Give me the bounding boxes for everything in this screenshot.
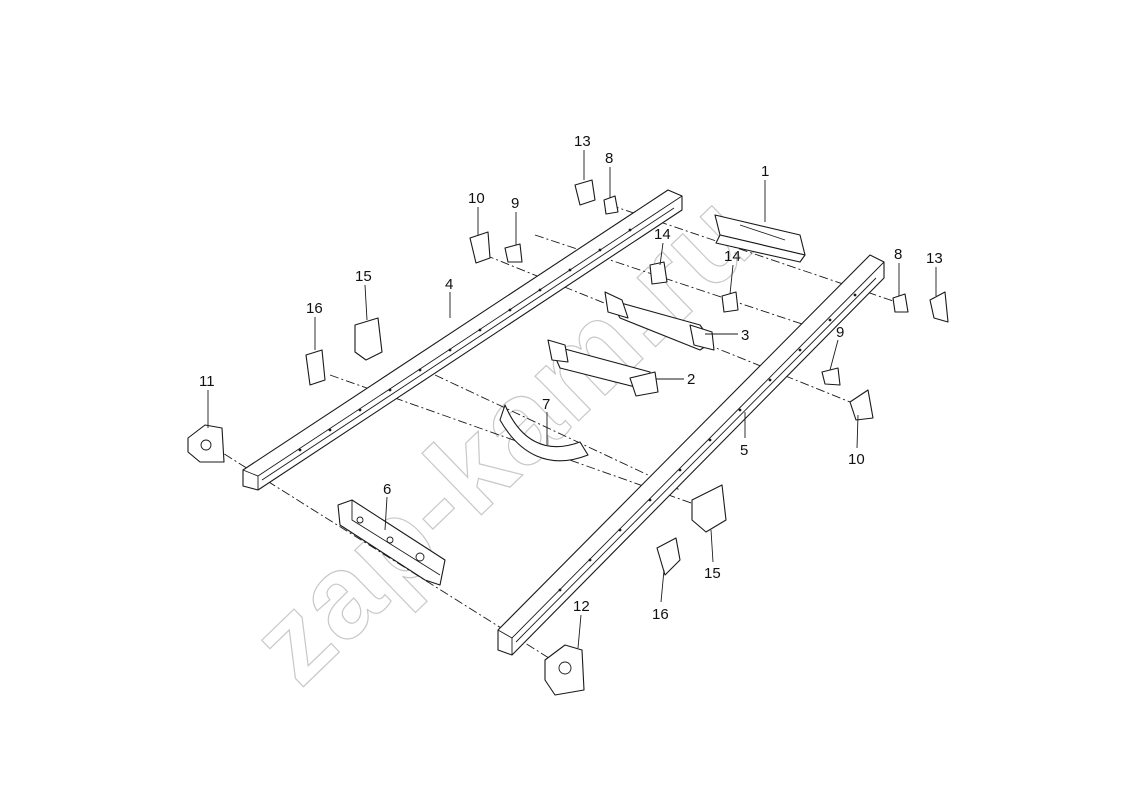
bracket-12: [544, 644, 585, 696]
crossmember-curved: [499, 404, 589, 462]
callout-14-left: 14: [654, 226, 671, 243]
crossmember-front: [337, 499, 446, 586]
callout-9-left: 9: [511, 195, 519, 212]
callouts: 13 8 10 9 14 14 1 8 13 15 16 4 3 2 9 11 …: [199, 133, 943, 623]
callout-6: 6: [383, 481, 391, 498]
callout-14-right: 14: [724, 248, 741, 265]
callout-16-right: 16: [652, 606, 669, 623]
callout-11: 11: [199, 373, 215, 390]
bracket-10-right: [849, 389, 874, 421]
bracket-14-left: [649, 261, 668, 285]
callout-7: 7: [542, 396, 550, 413]
bracket-13-right: [929, 291, 949, 323]
callout-13-right: 13: [926, 250, 943, 267]
bracket-11: [187, 424, 225, 463]
callout-3: 3: [741, 327, 749, 344]
leader-lines: [207, 150, 937, 649]
callout-16-left: 16: [306, 300, 323, 317]
callout-13-left: 13: [574, 133, 591, 150]
callout-10-left: 10: [468, 190, 485, 207]
bracket-10-left: [469, 231, 491, 264]
bracket-16-right: [656, 537, 681, 576]
bracket-9-left: [504, 243, 523, 263]
callout-1: 1: [761, 163, 769, 180]
bracket-16-left: [305, 349, 326, 386]
bracket-8-left: [603, 195, 619, 215]
callout-15-right: 15: [704, 565, 721, 582]
crossmember-tubular: [604, 291, 715, 351]
bracket-8-right: [892, 293, 909, 313]
callout-10-right: 10: [848, 451, 865, 468]
callout-2: 2: [687, 371, 695, 388]
bracket-13-left: [574, 179, 596, 206]
bracket-15-right: [691, 484, 727, 533]
callout-9-right: 9: [836, 324, 844, 341]
bracket-15-left: [354, 317, 383, 361]
side-member-left: [242, 189, 683, 491]
callout-8-right: 8: [894, 246, 902, 263]
callout-5: 5: [740, 442, 748, 459]
callout-12: 12: [573, 598, 590, 615]
callout-4: 4: [445, 276, 453, 293]
callout-8-left: 8: [605, 150, 613, 167]
side-member-right: [497, 254, 885, 656]
callout-15-left: 15: [355, 268, 372, 285]
bracket-14-right: [721, 291, 739, 313]
bracket-9-right: [821, 367, 841, 386]
crossmember-middle: [547, 339, 659, 397]
crossmember-rear: [714, 214, 806, 263]
